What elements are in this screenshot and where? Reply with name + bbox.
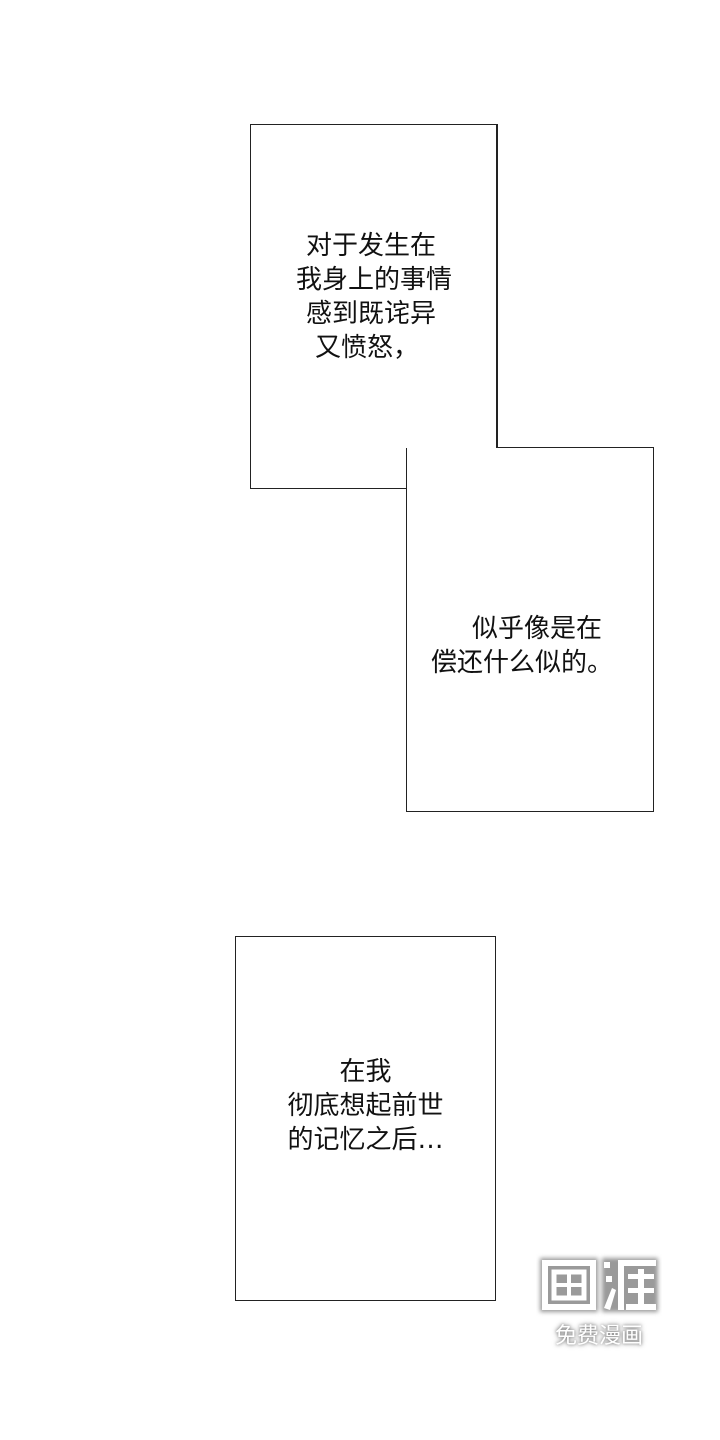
caption-line: 似乎像是在: [471, 614, 602, 644]
caption-line: 偿还什么似的。: [430, 648, 613, 678]
caption-line: 感到既诧异: [305, 299, 436, 329]
caption-line: 我身上的事情: [295, 265, 452, 295]
panel-3-caption: 在我 彻底想起前世 的记忆之后…: [237, 1055, 494, 1157]
caption-line: 的记忆之后…: [287, 1125, 444, 1155]
caption-line: 在我: [339, 1057, 392, 1087]
panel-1-caption: 对于发生在 我身上的事情 感到既诧异 又愤怒，: [252, 229, 496, 365]
panel-1-bg-fill: [251, 125, 496, 448]
caption-line: 彻底想起前世: [287, 1091, 444, 1121]
watermark: 免费漫画: [536, 1252, 662, 1352]
caption-line: 又愤怒，: [314, 333, 419, 363]
panel-1-right-border-top: [496, 124, 498, 448]
huaya-logo-icon: [540, 1258, 658, 1312]
panel-1-border-overlay: [250, 447, 406, 489]
comic-panel-2: [406, 447, 654, 812]
panel-2-caption: 似乎像是在 偿还什么似的。: [408, 612, 652, 680]
watermark-subtitle: 免费漫画: [554, 1324, 643, 1349]
caption-line: 对于发生在: [305, 231, 436, 261]
comic-panel-3: [235, 936, 496, 1301]
